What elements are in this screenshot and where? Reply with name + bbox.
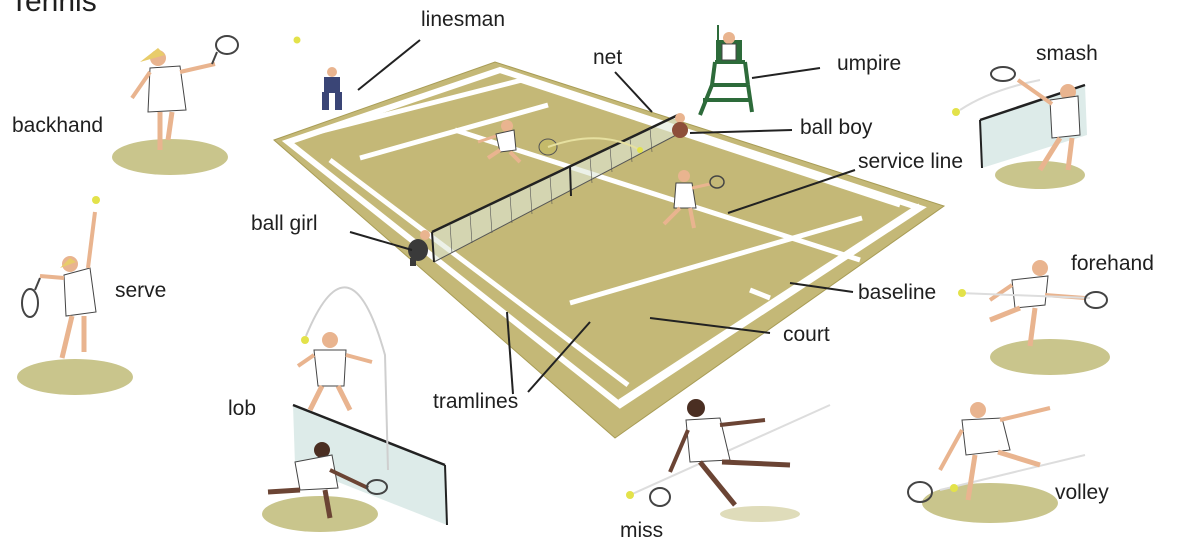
label-ball-girl: ball girl (251, 213, 318, 234)
label-ball-boy: ball boy (800, 117, 872, 138)
label-tramlines: tramlines (433, 391, 518, 412)
backhand-player (132, 36, 301, 150)
label-linesman: linesman (421, 9, 505, 30)
umpire-figure (722, 32, 736, 60)
label-umpire: umpire (837, 53, 901, 74)
label-baseline: baseline (858, 282, 936, 303)
label-service-line: service line (858, 151, 963, 172)
label-net: net (593, 47, 622, 68)
miss-player (626, 399, 830, 522)
linesman-figure (322, 67, 342, 110)
label-forehand: forehand (1071, 253, 1154, 274)
lob-players (268, 287, 447, 525)
label-court: court (783, 324, 830, 345)
label-volley: volley (1055, 482, 1109, 503)
label-backhand: backhand (12, 115, 103, 136)
label-miss: miss (620, 520, 663, 541)
serve-player (22, 196, 100, 358)
label-lob: lob (228, 398, 256, 419)
label-smash: smash (1036, 43, 1098, 64)
label-serve: serve (115, 280, 166, 301)
page-title: Tennis (10, 0, 97, 17)
smash-player (952, 67, 1087, 170)
